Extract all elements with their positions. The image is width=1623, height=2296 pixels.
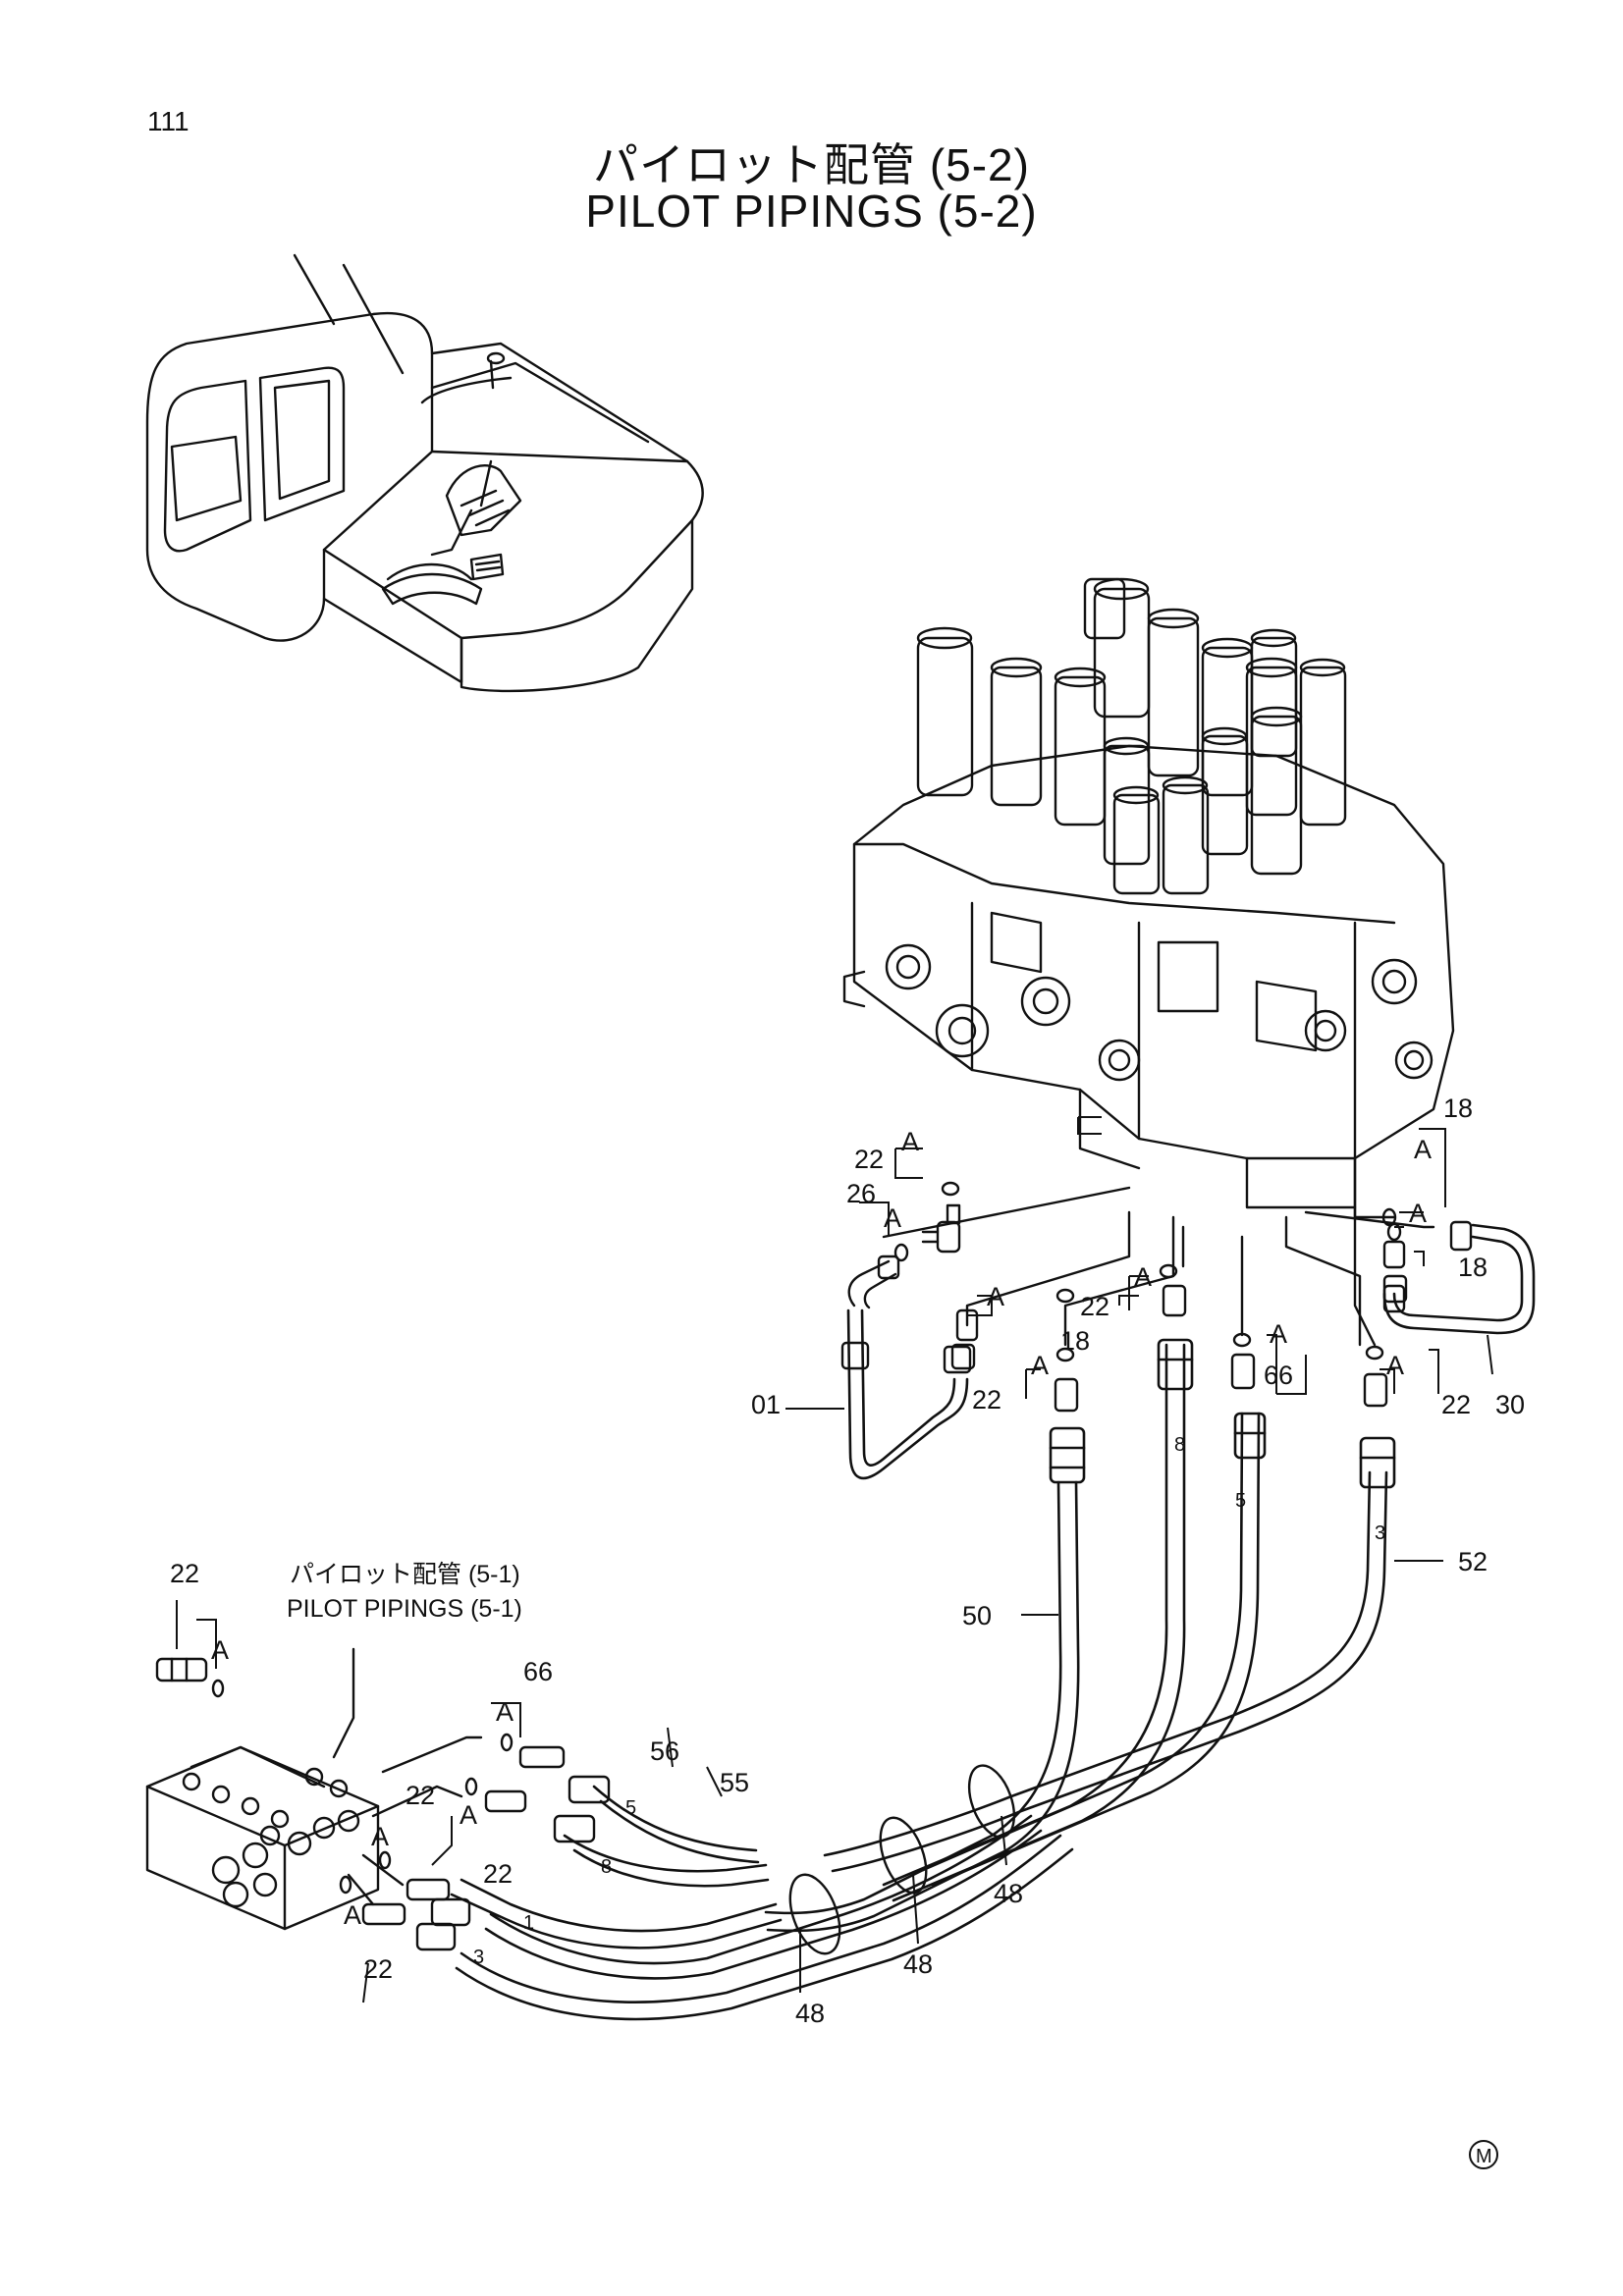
hose-mark: 8	[1174, 1434, 1185, 1456]
left-fittings	[155, 1657, 611, 1951]
a-label: A	[884, 1203, 901, 1233]
a-label: A	[1031, 1351, 1049, 1380]
part-label-22g: 22	[483, 1859, 513, 1889]
part-label-48a: 48	[795, 1999, 825, 2028]
part-label-48c: 48	[994, 1879, 1023, 1908]
title-english: PILOT PIPINGS (5-2)	[585, 186, 1038, 237]
hose-mark: 8	[601, 1856, 612, 1878]
hose-mark: 3	[1375, 1522, 1385, 1544]
a-label: A	[1386, 1351, 1404, 1380]
part-label-18c: 18	[1060, 1326, 1090, 1356]
part-label-22b: 22	[1080, 1292, 1109, 1321]
pilot-valve-block	[145, 1745, 380, 1931]
part-label-52: 52	[1458, 1547, 1488, 1576]
a-label: A	[1270, 1319, 1287, 1349]
valve-fittings	[847, 1156, 1473, 1413]
part-label-66a: 66	[1264, 1361, 1293, 1390]
part-label-22a: 22	[854, 1145, 884, 1174]
a-label: A	[460, 1800, 477, 1830]
part-label-55: 55	[720, 1768, 749, 1797]
hose-mark: 5	[625, 1797, 636, 1819]
part-label-26: 26	[846, 1179, 876, 1208]
a-label: A	[371, 1822, 389, 1851]
a-label: A	[344, 1900, 361, 1930]
a-label: A	[901, 1127, 919, 1156]
part-label-18a: 18	[1443, 1094, 1473, 1123]
mark-circle	[1469, 2140, 1498, 2169]
pilot-hoses	[764, 1338, 1396, 1933]
part-label-66b: 66	[523, 1657, 553, 1686]
part-label-01: 01	[751, 1390, 781, 1419]
part-label-18b: 18	[1458, 1253, 1488, 1282]
page-number: 111	[147, 106, 189, 136]
control-valve-illustration	[842, 577, 1455, 1209]
a-label: A	[1134, 1262, 1152, 1292]
part-label-22d: 22	[1441, 1390, 1471, 1419]
part-label-50: 50	[962, 1601, 992, 1630]
excavator-illustration	[145, 253, 704, 693]
part-label-22h: 22	[363, 1954, 393, 1984]
hose-mark: 3	[473, 1947, 484, 1968]
hose-mark: 5	[1235, 1490, 1246, 1512]
part-label-56: 56	[650, 1736, 679, 1766]
reference-text-english: PILOT PIPINGS (5-1)	[287, 1595, 522, 1623]
part-label-22e: 22	[170, 1559, 199, 1588]
a-label: A	[987, 1282, 1004, 1311]
a-label: A	[1414, 1135, 1432, 1164]
part-label-30: 30	[1495, 1390, 1525, 1419]
bundled-hoses	[450, 1785, 1074, 2021]
part-label-22f: 22	[406, 1781, 435, 1810]
reference-text-japanese: パイロット配管 (5-1)	[290, 1561, 520, 1588]
hose-mark: 1	[523, 1912, 534, 1934]
a-label: A	[496, 1697, 514, 1727]
a-label: A	[211, 1635, 229, 1665]
mark-symbol: M	[1476, 2146, 1492, 2167]
part-label-22c: 22	[972, 1385, 1001, 1415]
title-japanese: パイロット配管 (5-2)	[593, 139, 1030, 190]
a-label: A	[1409, 1199, 1427, 1228]
part-label-48b: 48	[903, 1949, 933, 1979]
